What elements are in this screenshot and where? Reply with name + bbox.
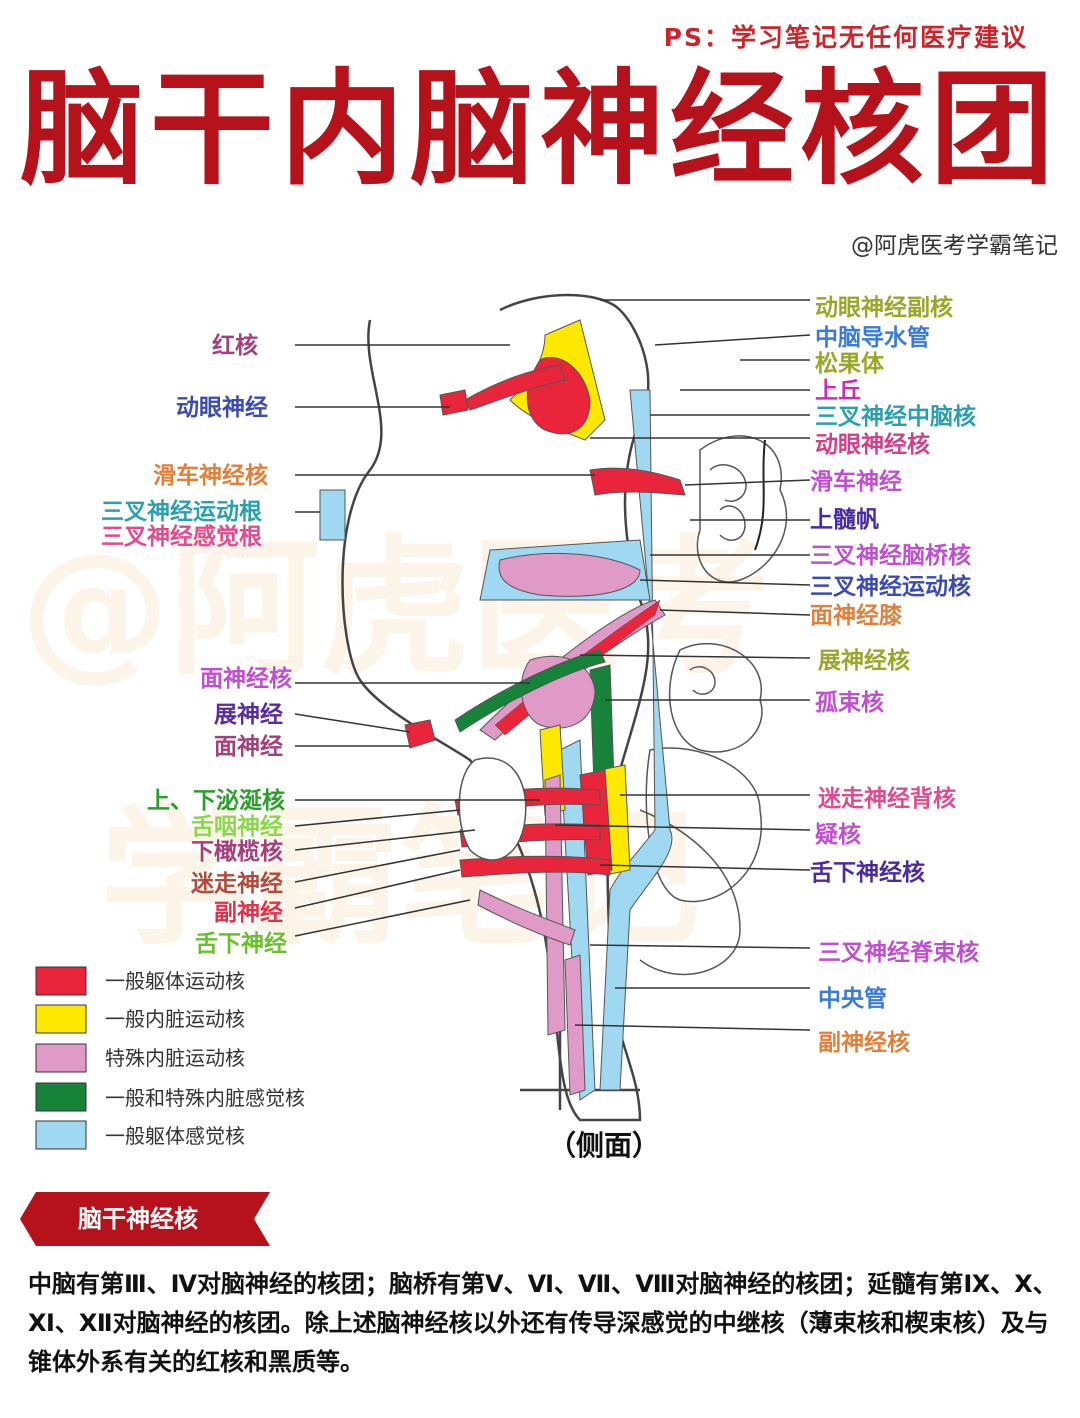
nerve-roots (319, 389, 469, 749)
oculomotor-nerve-fibers (464, 364, 566, 411)
label-trigeminal-motor-nucleus: 三叉神经运动核 (810, 573, 971, 600)
legend-label: 一般躯体运动核 (105, 969, 245, 993)
label-nucleus-ambiguus: 疑核 (815, 821, 861, 848)
label-trigeminal-pontine-nucleus: 三叉神经脑桥核 (810, 542, 971, 569)
accessory-nerve-fibers (477, 889, 576, 946)
label-trigeminal-motor-root: 三叉神经运动根 (101, 498, 262, 525)
label-vagus-nerve: 迷走神经 (191, 870, 283, 897)
legend-label: 特殊内脏运动核 (105, 1046, 245, 1070)
label-inferior-olive: 下橄榄核 (191, 838, 283, 865)
leader-lines-right (554, 299, 811, 1031)
view-label: （侧面） (548, 1129, 660, 1162)
nuclei (454, 319, 686, 1101)
label-facial-genu: 面神经膝 (810, 602, 903, 629)
label-facial-nucleus: 面神经核 (200, 665, 292, 692)
brainstem-diagram: @阿虎医考 学霸笔记 (20, 293, 979, 1162)
label-trochlear-nerve: 滑车神经 (810, 468, 902, 495)
label-cerebral-aqueduct: 中脑导水管 (815, 324, 930, 351)
trochlear-nucleus (589, 467, 686, 496)
label-hypoglossal-nerve: 舌下神经 (195, 930, 287, 957)
label-abducens-nerve: 展神经 (214, 701, 283, 728)
trigeminal-root (319, 489, 346, 541)
labels-right: 动眼神经副核 中脑导水管 松果体 上丘 三叉神经中脑核 动眼神经核 滑车神经 上… (810, 294, 979, 1056)
label-trigeminal-mesencephalic-nucleus: 三叉神经中脑核 (815, 403, 976, 430)
label-trigeminal-spinal-nucleus: 三叉神经脊束核 (818, 939, 979, 966)
legend-label: 一般和特殊内脏感觉核 (105, 1086, 305, 1110)
hypoglossal-fibers (459, 855, 611, 878)
label-trochlear-nucleus: 滑车神经核 (153, 462, 268, 489)
cerebellum-vessel (754, 439, 766, 551)
label-central-canal: 中央管 (818, 985, 887, 1012)
section-title: 脑干神经核 (78, 1205, 198, 1233)
label-red-nucleus: 红核 (212, 332, 258, 359)
legend-label: 一般内脏运动核 (105, 1007, 245, 1031)
legend-swatch (35, 1120, 87, 1150)
label-superior-colliculus: 上丘 (815, 378, 861, 404)
label-oculomotor-nerve: 动眼神经 (176, 394, 268, 421)
olive-outline (458, 757, 527, 861)
label-superior-medullary-velum: 上髓帆 (810, 507, 879, 533)
label-vagus-dorsal-nucleus: 迷走神经背核 (818, 785, 956, 812)
label-oculomotor-nucleus: 动眼神经核 (815, 431, 930, 458)
color-legend: 一般躯体运动核 一般内脏运动核 特殊内脏运动核 一般和特殊内脏感觉核 一般躯体感… (35, 966, 305, 1150)
label-pineal-body: 松果体 (815, 351, 885, 377)
labels-left: 红核 动眼神经 滑车神经核 三叉神经运动根 三叉神经感觉根 面神经核 展神经 面… (101, 332, 292, 957)
legend-swatch (35, 1043, 87, 1073)
oculomotor-root (439, 389, 469, 416)
label-facial-nerve: 面神经 (214, 733, 283, 760)
label-hypoglossal-nucleus: 舌下神经核 (810, 859, 925, 886)
label-trigeminal-sensory-root: 三叉神经感觉根 (101, 523, 262, 550)
legend-swatch (35, 966, 87, 996)
label-glossopharyngeal-nerve: 舌咽神经 (191, 813, 283, 840)
summary-text: 中脑有第Ⅲ、Ⅳ对脑神经的核团；脑桥有第Ⅴ、Ⅵ、Ⅶ、Ⅷ对脑神经的核团；延髓有第Ⅸ、… (28, 1270, 1057, 1376)
aqueduct-lining (599, 389, 673, 1091)
label-abducens-nucleus: 展神经核 (818, 647, 910, 674)
legend-label: 一般躯体感觉核 (105, 1124, 245, 1148)
label-solitary-nucleus: 孤束核 (815, 689, 884, 716)
legend-swatch (35, 1082, 87, 1112)
label-salivatory-nucleus: 上、下泌涎核 (147, 787, 285, 814)
abducens-root (404, 719, 436, 749)
legend-swatch (35, 1004, 87, 1034)
leader-lines-left (294, 344, 595, 937)
section-banner (20, 1192, 270, 1246)
author-credit: @阿虎医考学霸笔记 (851, 233, 1058, 259)
label-oculomotor-accessory-nucleus: 动眼神经副核 (815, 294, 953, 321)
disclaimer-note: PS：学习笔记无任何医疗建议 (663, 23, 1028, 52)
label-accessory-nerve: 副神经 (214, 899, 283, 926)
label-accessory-nucleus: 副神经核 (818, 1029, 910, 1056)
page-title: 脑干内脑神经核团 (19, 58, 1060, 202)
trigeminal-motor-nucleus (498, 552, 641, 597)
abducens-fibers (454, 649, 606, 733)
